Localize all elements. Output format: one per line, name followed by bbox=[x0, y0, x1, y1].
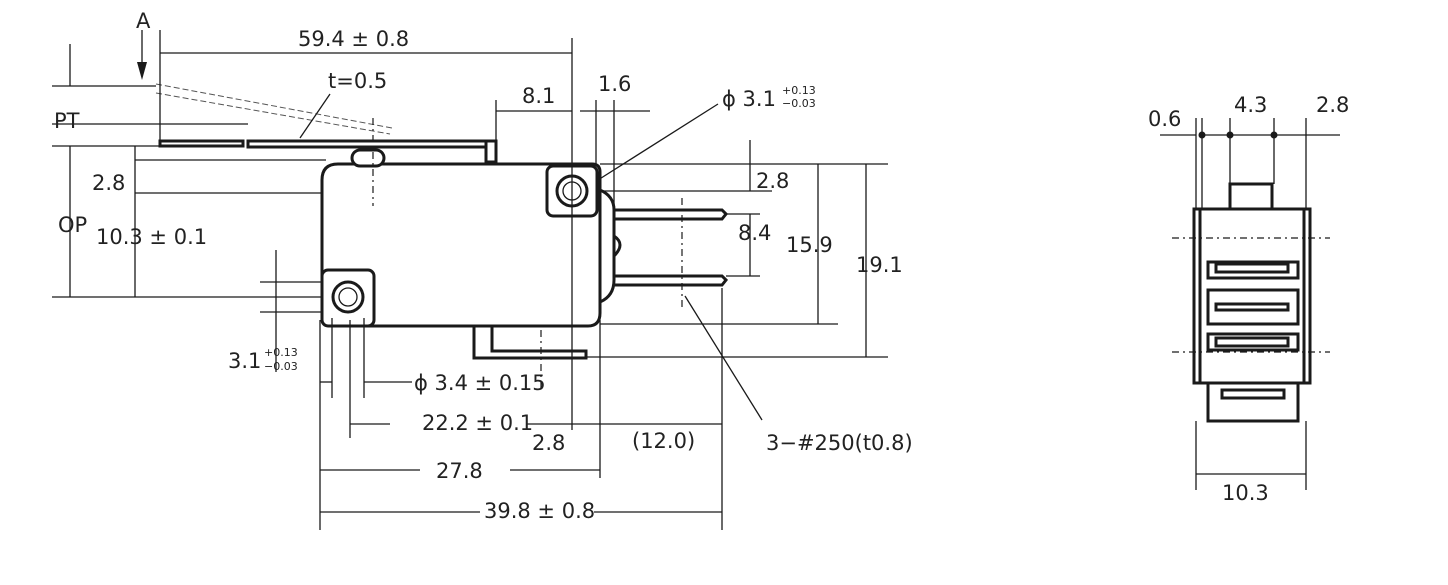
end-dim-10-3-label: 10.3 bbox=[1222, 481, 1269, 505]
dim-27-8-label: 27.8 bbox=[436, 459, 483, 483]
force-label: A bbox=[136, 9, 151, 33]
op-label: OP bbox=[58, 213, 87, 237]
hole2-value-label: 3.1 bbox=[228, 349, 261, 373]
pt-label: PT bbox=[54, 109, 80, 133]
op-value-label: 10.3 ± 0.1 bbox=[96, 225, 207, 249]
terminal-label: 3−#250(t0.8) bbox=[766, 431, 913, 455]
dim-2-8-left-label: 2.8 bbox=[92, 171, 125, 195]
lever bbox=[155, 83, 498, 164]
hole-tol-plus: +0.13 bbox=[782, 84, 816, 97]
dim-1-6-label: 1.6 bbox=[598, 72, 631, 96]
dimension-lines bbox=[52, 30, 888, 530]
side-view-labels: A 59.4 ± 0.8 t=0.5 PT 8.1 1.6 ϕ 3.1 +0.1… bbox=[54, 9, 913, 523]
hole2-tol-minus: −0.03 bbox=[264, 360, 298, 373]
dim-8-4-label: 8.4 bbox=[738, 221, 771, 245]
hole3-value-label: ϕ 3.4 ± 0.15 bbox=[414, 371, 546, 395]
switch-body bbox=[320, 148, 622, 360]
dim-8-1-label: 8.1 bbox=[522, 84, 555, 108]
overall-length-label: 59.4 ± 0.8 bbox=[298, 27, 409, 51]
hole2-tol-plus: +0.13 bbox=[264, 346, 298, 359]
dim-2-8-bottom-label: 2.8 bbox=[532, 431, 565, 455]
hole-tol-minus: −0.03 bbox=[782, 97, 816, 110]
center-lines bbox=[372, 118, 683, 390]
end-view bbox=[1160, 118, 1340, 490]
dim-19-1-label: 19.1 bbox=[856, 253, 903, 277]
terminals bbox=[614, 208, 729, 287]
hole-phi-label: ϕ 3.1 bbox=[722, 87, 776, 111]
dim-2-8-right-label: 2.8 bbox=[756, 169, 789, 193]
dim-12-0-label: (12.0) bbox=[632, 429, 695, 453]
dim-22-2-label: 22.2 ± 0.1 bbox=[422, 411, 533, 435]
end-dim-4-3-label: 4.3 bbox=[1234, 93, 1267, 117]
end-dim-2-8-label: 2.8 bbox=[1316, 93, 1349, 117]
dim-15-9-label: 15.9 bbox=[786, 233, 833, 257]
dim-39-8-label: 39.8 ± 0.8 bbox=[484, 499, 595, 523]
end-dim-0-6-label: 0.6 bbox=[1148, 107, 1181, 131]
end-view-labels: 0.6 4.3 2.8 10.3 bbox=[1148, 93, 1349, 505]
lever-thickness-label: t=0.5 bbox=[328, 69, 387, 93]
